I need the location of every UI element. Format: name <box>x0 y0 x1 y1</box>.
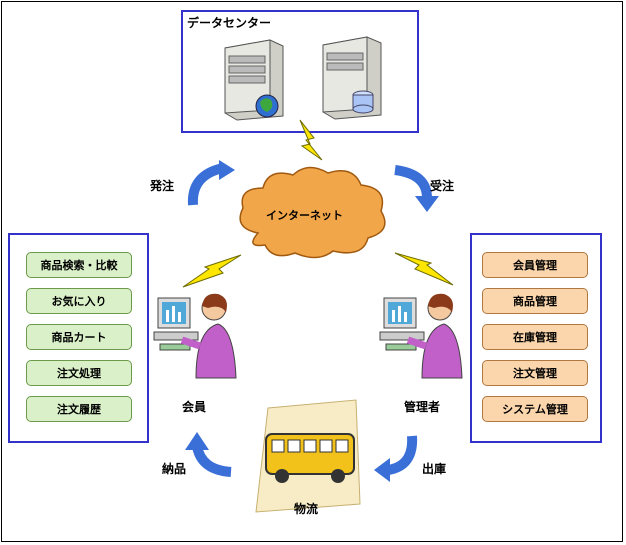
member-menu-item-1[interactable]: 商品検索・比較 <box>26 252 132 278</box>
delivery-arrow-icon <box>185 432 232 477</box>
receive-arrow-icon <box>394 165 439 212</box>
internet-label: インターネット <box>266 209 343 222</box>
member-menu-item-2[interactable]: お気に入り <box>26 288 132 314</box>
admin-person-computer-icon <box>379 293 463 379</box>
logistics-bus-icon <box>255 399 361 513</box>
order-arrow-icon <box>187 160 235 206</box>
member-person-computer-icon <box>153 293 237 379</box>
lightning-top-icon <box>299 119 323 161</box>
admin-label: 管理者 <box>404 400 441 414</box>
server-web-icon <box>224 39 284 121</box>
member-label: 会員 <box>182 400 207 414</box>
admin-menu-item-2[interactable]: 商品管理 <box>482 288 588 314</box>
order-label: 発注 <box>150 179 175 193</box>
shipping-label: 出庫 <box>422 462 447 476</box>
receive-label: 受注 <box>430 179 455 193</box>
shipping-arrow-icon <box>374 435 418 482</box>
logistics-label: 物流 <box>294 502 319 516</box>
internet-cloud-icon <box>239 166 386 259</box>
server-database-icon <box>322 36 382 120</box>
admin-menu-item-4[interactable]: 注文管理 <box>482 360 588 386</box>
datacenter-title: データセンター <box>187 16 272 30</box>
lightning-right-icon <box>394 252 454 286</box>
delivery-label: 納品 <box>162 462 187 476</box>
member-menu-item-4[interactable]: 注文処理 <box>26 360 132 386</box>
admin-menu-item-1[interactable]: 会員管理 <box>482 252 588 278</box>
lightning-left-icon <box>182 254 242 288</box>
admin-menu-item-5[interactable]: システム管理 <box>482 396 588 422</box>
member-menu-item-3[interactable]: 商品カート <box>26 324 132 350</box>
admin-menu-item-3[interactable]: 在庫管理 <box>482 324 588 350</box>
member-menu-item-5[interactable]: 注文履歴 <box>26 396 132 422</box>
